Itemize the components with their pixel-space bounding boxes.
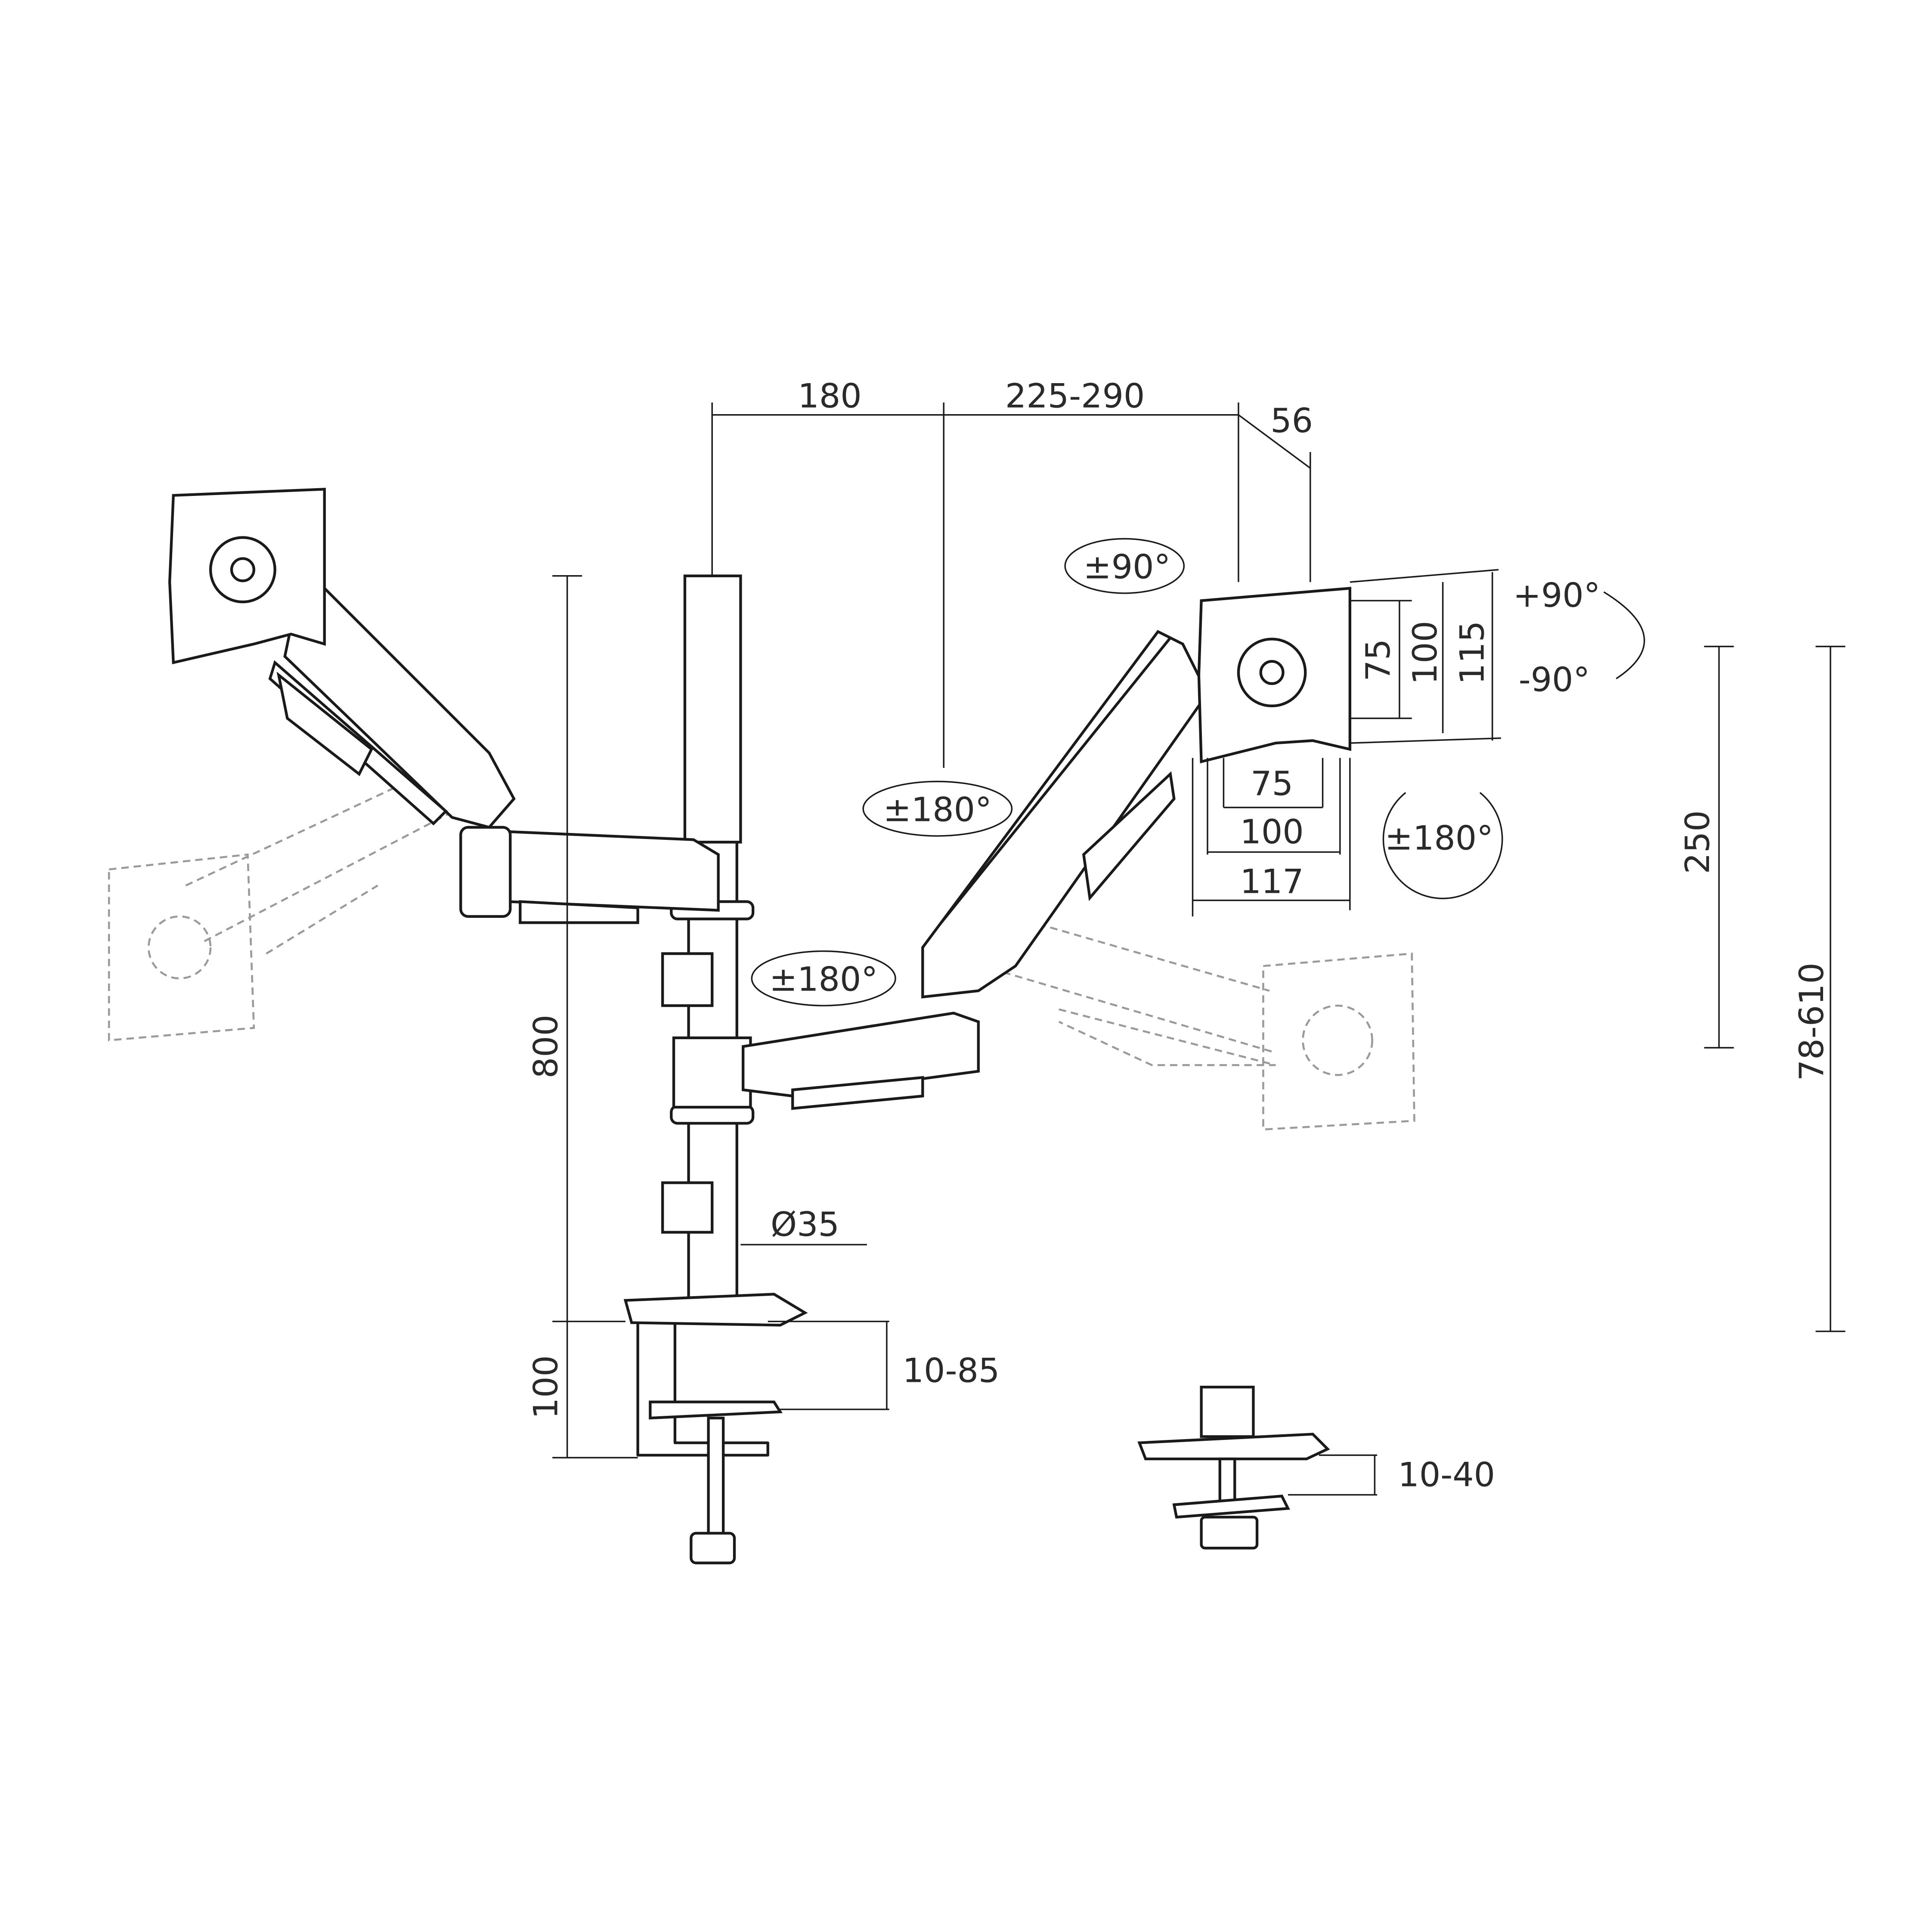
dim-pole-height: 800 [527, 1015, 566, 1078]
dim-clamp-height: 100 [527, 1355, 566, 1419]
dim-height-range: 78-610 [1793, 963, 1831, 1081]
label-swivel-plate: ±180° [1385, 819, 1493, 858]
dim-pole-diameter: Ø35 [771, 1205, 839, 1244]
dim-vesa-v-75: 75 [1359, 639, 1398, 681]
dim-vesa-h-117: 117 [1240, 862, 1303, 901]
right-vesa-plate [1197, 587, 1352, 764]
label-swivel-upper: ±180° [883, 790, 992, 829]
dim-plate-depth: 56 [1270, 402, 1313, 440]
label-rotate-plus: +90° [1513, 576, 1601, 615]
grommet-mount [1137, 1385, 1330, 1550]
left-arm [268, 564, 720, 924]
label-rotate-minus: -90° [1519, 660, 1590, 699]
dim-vesa-h-75: 75 [1251, 765, 1293, 803]
dim-height-adjust: 250 [1678, 810, 1717, 874]
dim-clamp-range: 10-85 [903, 1352, 1000, 1390]
ghost-right-monitor-position [990, 909, 1415, 1131]
dim-arm-reach: 225-290 [1005, 377, 1145, 416]
dim-grommet-range: 10-40 [1398, 1455, 1495, 1494]
desk-clamp [623, 1293, 808, 1564]
label-tilt: ±90° [1084, 548, 1171, 587]
dim-vesa-v-115: 115 [1453, 621, 1492, 684]
dim-vesa-h-100: 100 [1240, 813, 1303, 851]
ghost-left-monitor-position [108, 748, 490, 1042]
left-vesa-plate [168, 488, 326, 665]
label-swivel-lower: ±180° [769, 960, 878, 999]
right-arm [741, 630, 1209, 1110]
pole [661, 574, 755, 1302]
dimension-lines [552, 402, 1845, 1496]
dim-vesa-v-100: 100 [1406, 621, 1445, 684]
rotation-indicators [751, 538, 1645, 1006]
dim-arm-offset: 180 [798, 377, 861, 416]
